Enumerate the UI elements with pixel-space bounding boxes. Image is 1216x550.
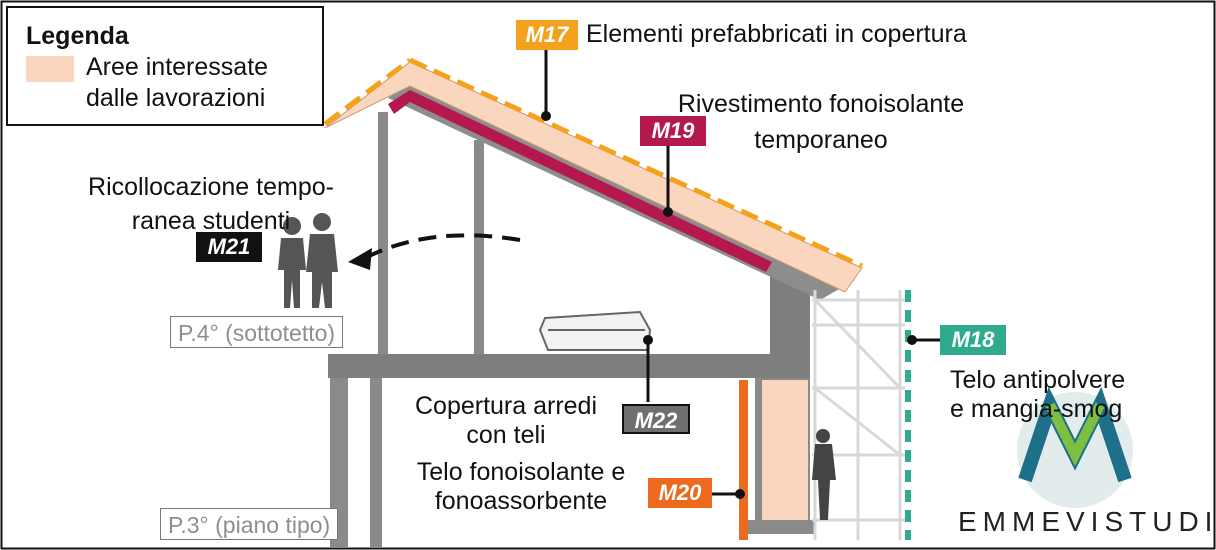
sound-cloth <box>739 380 748 540</box>
covered-sofa <box>538 310 652 351</box>
logo-wordmark: EMMEVISTUDIO <box>958 506 1216 537</box>
legend-swatch <box>26 56 74 82</box>
leader-dots <box>541 111 917 499</box>
logo-mark <box>1017 386 1133 508</box>
legend-box: Legenda Aree interessate dalle lavorazio… <box>6 6 324 126</box>
legend-item-label: Aree interessate dalle lavorazioni <box>86 53 269 112</box>
tag-m22: M22 <box>622 404 690 434</box>
floor-label-upper: P.4° (sottotetto) <box>170 316 344 348</box>
label-m19: Rivestimento fonoisolante temporaneo <box>677 90 965 154</box>
relocation-arrow <box>364 233 521 260</box>
worker-figure <box>812 429 836 520</box>
tag-m21: M21 <box>196 232 262 262</box>
work-area-highlight <box>762 380 808 520</box>
label-m18: Telo antipolvere e mangia-smog <box>950 366 1126 423</box>
tag-m18: M18 <box>940 325 1006 355</box>
label-m17: Elementi prefabbricati in copertura <box>586 20 967 48</box>
relocation-arrowhead <box>348 248 372 270</box>
tag-m19: M19 <box>640 116 706 146</box>
label-m20: Telo fonoisolante e fonoassorbente <box>416 458 626 515</box>
roof-tiles <box>323 57 864 293</box>
floor-label-lower: P.3° (piano tipo) <box>160 508 339 540</box>
legend-title: Legenda <box>26 22 129 50</box>
label-m22: Copertura arredi con teli <box>414 392 598 449</box>
floor-slab <box>328 354 808 378</box>
label-m21: Ricollocazione tempo- ranea studenti <box>88 173 334 235</box>
tag-m20: M20 <box>648 478 712 508</box>
tag-m17: M17 <box>516 20 578 50</box>
students-figures <box>278 213 338 308</box>
soundproof-liner <box>388 90 772 272</box>
